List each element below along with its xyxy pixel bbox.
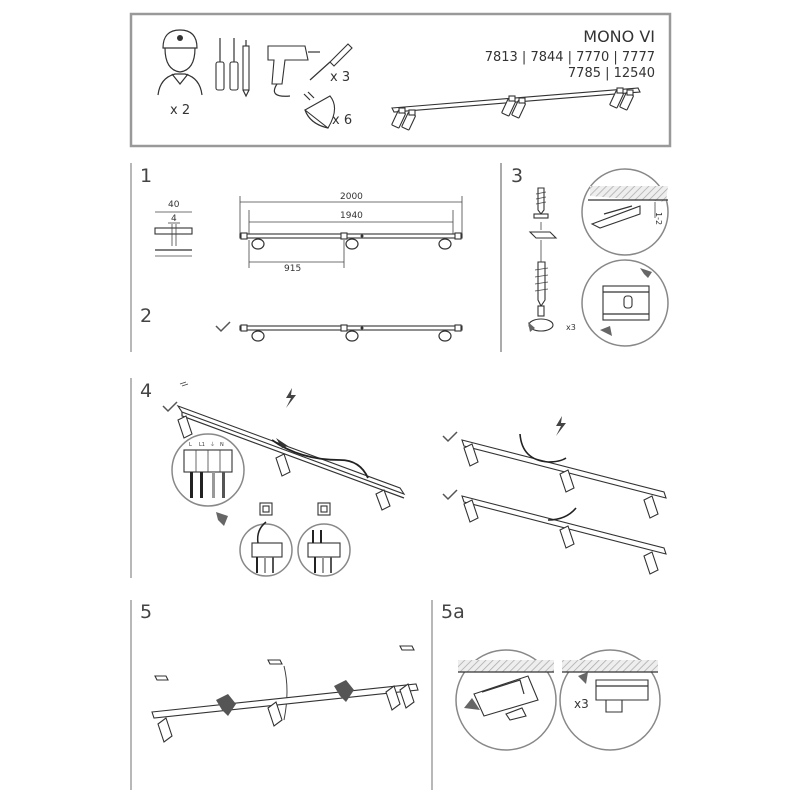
track-right-bottom <box>461 495 667 575</box>
product-codes-line1: 7813 | 7844 | 7770 | 7777 <box>485 50 655 65</box>
step-5a-panel: 5a x3 <box>431 600 661 790</box>
check-icon <box>162 401 178 413</box>
terminal-label-l: L <box>189 442 192 448</box>
arrow-icon <box>334 680 354 702</box>
wiring-circle-double <box>297 523 351 577</box>
dim-total-label: 2000 <box>340 192 363 202</box>
step-3-number: 3 <box>511 165 523 187</box>
profile-inner-label: 4 <box>171 214 177 224</box>
switch-icon <box>317 502 331 516</box>
terminal-label-n: N <box>220 442 224 448</box>
check-icon <box>442 431 458 443</box>
dim-offset-label: 915 <box>284 264 301 274</box>
step-2-drawing <box>215 321 463 342</box>
arrow-icon <box>600 326 612 336</box>
track-right-top <box>461 433 667 519</box>
header-panel: x 2 x 3 x 6 <box>129 12 672 148</box>
detail-circle-clip-fit <box>559 649 661 751</box>
step-1-number: 1 <box>140 165 152 187</box>
profile-width-label: 40 <box>168 200 180 210</box>
product-name: MONO VI <box>583 27 655 46</box>
screw-icon <box>528 187 558 262</box>
drill-icon <box>267 45 320 97</box>
check-icon <box>442 489 458 501</box>
wiring-circle-single <box>239 521 293 577</box>
terminal-label-ground: ⏚ <box>210 441 215 448</box>
step-2-number: 2 <box>140 305 152 327</box>
step-5a-qty: x3 <box>574 697 589 711</box>
step-5-panel: 5 <box>130 600 419 790</box>
profile-section: 40 4 <box>154 200 193 257</box>
arrow-icon <box>640 268 652 278</box>
switch-icon <box>259 502 273 516</box>
detail-circle-ceiling: 1-2 <box>581 168 669 256</box>
dim-inner-label: 1940 <box>340 211 363 221</box>
arrow-icon <box>216 512 228 526</box>
product-codes-line2: 7785 | 12540 <box>568 66 655 81</box>
fixture-illustration <box>391 87 641 131</box>
terminal-labels: L L1 ⏚ N <box>189 441 224 448</box>
detail-circle-mount <box>455 649 557 751</box>
bulb-icon <box>303 91 336 129</box>
terminal-label-l1: L1 <box>199 442 205 448</box>
installers-qty: x 2 <box>170 103 190 118</box>
step-4-number: 4 <box>140 380 152 402</box>
screw-qty: x3 <box>566 323 576 332</box>
terminal-detail-circle: L L1 ⏚ N <box>171 433 245 507</box>
arrow-icon <box>216 694 236 716</box>
track-left <box>176 404 406 511</box>
lightning-icon <box>556 416 566 436</box>
installer-icon <box>157 29 203 96</box>
step-5-number: 5 <box>140 601 152 623</box>
dowel-icon <box>309 43 353 81</box>
arrow-icon <box>578 672 588 684</box>
step-4-panel: 4 L L1 ⏚ N <box>130 378 667 578</box>
step-3-panel: 3 x3 <box>500 163 669 352</box>
bulbs-qty: x 6 <box>332 113 352 128</box>
dimension-drawing: 2000 1940 915 <box>239 192 463 274</box>
step-1-2-panel: 1 40 4 2000 1940 <box>130 163 502 352</box>
check-icon <box>215 321 231 333</box>
dowel-screw-icon <box>528 261 554 332</box>
lightning-icon <box>286 388 296 408</box>
gap-label: 1-2 <box>654 212 663 225</box>
detail-circle-clip <box>581 259 669 347</box>
dowels-qty: x 3 <box>330 70 350 85</box>
arrow-icon <box>464 698 480 710</box>
screwdriver-icon <box>215 38 250 98</box>
step-5a-number: 5a <box>441 601 465 623</box>
